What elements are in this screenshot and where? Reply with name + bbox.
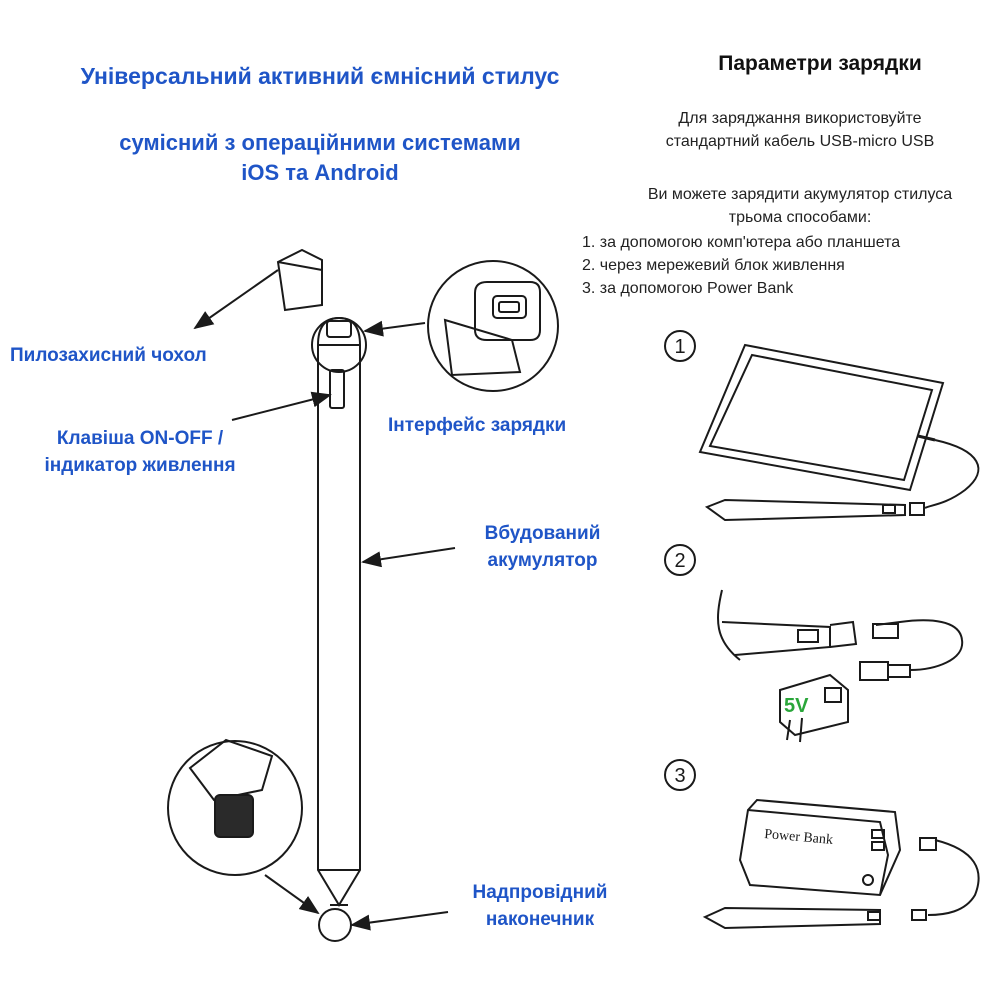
step-number-3: 3 — [674, 765, 685, 787]
method-1-tablet — [664, 330, 980, 522]
label-dust-cap: Пилозахисний чохол — [10, 345, 207, 366]
ways-info-line-1: Ви можете зарядити акумулятор стилуса — [647, 186, 953, 203]
method-3-powerbank — [664, 759, 980, 930]
label-tip-line-2: наконечник — [485, 909, 595, 930]
compatibility-text: сумісний з операційними системами iOS та… — [0, 128, 640, 188]
method-item: 3. за допомогою Power Bank — [582, 280, 794, 297]
ways-info-line-2: трьома способами: — [728, 209, 872, 226]
label-battery-line-2: акумулятор — [487, 550, 598, 571]
cable-info-line-2: стандартний кабель USB-micro USB — [665, 133, 935, 150]
ways-info: Ви можете зарядити акумулятор стилуса тр… — [600, 183, 1000, 229]
step-number-1: 1 — [674, 336, 685, 358]
methods-list: 1. за допомогою комп'ютера або планшета … — [582, 231, 992, 300]
label-battery: Вбудований акумулятор — [455, 520, 630, 574]
compatibility-line-1: сумісний з операційними системами — [119, 130, 521, 155]
cable-info-line-1: Для заряджання використовуйте — [678, 110, 922, 127]
label-on-off-line-1: Клавіша ON-OFF / — [56, 428, 224, 449]
label-tip: Надпровідний наконечник — [440, 879, 640, 933]
label-on-off-button: Клавіша ON-OFF / індикатор живлення — [10, 425, 270, 479]
step-number-2: 2 — [674, 550, 685, 572]
method-2-adapter — [664, 544, 964, 743]
dust-cap-drawing — [276, 248, 323, 312]
charging-title: Параметри зарядки — [718, 52, 922, 75]
tip-zoom — [167, 738, 303, 876]
powerbank-label: Power Bank — [764, 827, 834, 848]
method-item: 2. через мережевий блок живлення — [582, 257, 845, 274]
cable-info: Для заряджання використовуйте стандартни… — [620, 107, 980, 153]
label-tip-line-1: Надпровідний — [472, 882, 608, 903]
method-item: 1. за допомогою комп'ютера або планшета — [582, 234, 901, 251]
label-charging-port: Інтерфейс зарядки — [388, 415, 567, 436]
main-title: Універсальний активний ємнісний стилус — [80, 63, 560, 89]
compatibility-line-2: iOS та Android — [241, 160, 399, 185]
label-battery-line-1: Вбудований — [484, 523, 601, 544]
stylus-main — [311, 316, 367, 942]
label-on-off-line-2: індикатор живлення — [44, 455, 236, 476]
adapter-5v-label: 5V — [784, 695, 809, 717]
charging-port-zoom — [427, 260, 559, 392]
